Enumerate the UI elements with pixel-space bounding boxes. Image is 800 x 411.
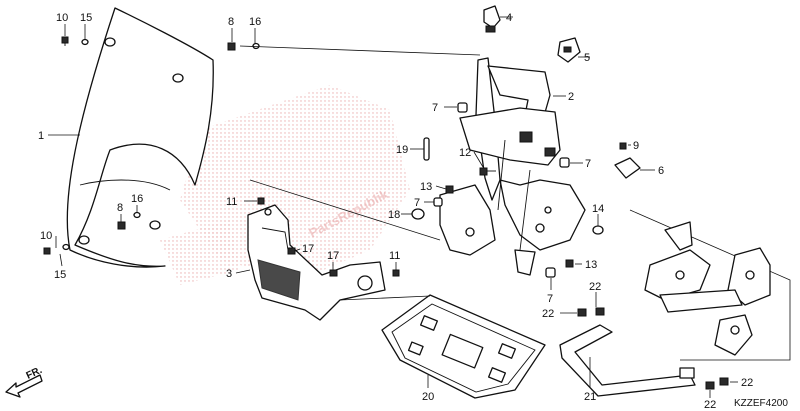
nut-7-b[interactable] <box>559 157 570 168</box>
main-stay-frame[interactable] <box>439 57 586 276</box>
bolt-13-a[interactable] <box>445 185 454 194</box>
inner-panel-bracket[interactable] <box>247 204 386 321</box>
callout-10-a: 10 <box>56 12 68 24</box>
washer-15-bottom[interactable] <box>62 243 70 251</box>
bolt-13-b[interactable] <box>565 259 574 268</box>
callout-17-b: 17 <box>327 250 339 262</box>
nut-7-c[interactable] <box>433 197 443 207</box>
callout-13-a: 13 <box>420 181 432 193</box>
collar-18[interactable] <box>411 208 425 220</box>
callout-11-b: 11 <box>389 250 400 262</box>
leader-lines <box>48 16 738 398</box>
detail-assembly[interactable] <box>644 221 771 356</box>
clip-17-a[interactable] <box>287 247 296 255</box>
callout-15-b: 15 <box>54 269 66 281</box>
callout-7-d: 7 <box>547 293 553 305</box>
callout-10-b: 10 <box>40 230 52 242</box>
callout-6: 6 <box>658 165 664 177</box>
callout-4: 4 <box>506 12 512 24</box>
screw-11-a[interactable] <box>257 197 265 205</box>
nut-8-top[interactable] <box>227 42 236 51</box>
callout-16-b: 16 <box>131 193 143 205</box>
nut-7-a[interactable] <box>457 102 468 113</box>
bolt-12[interactable] <box>479 167 496 176</box>
callout-7-b: 7 <box>585 158 591 170</box>
screw-10-bottom[interactable] <box>43 247 51 255</box>
windscreen[interactable] <box>66 7 214 268</box>
callout-11-a: 11 <box>226 196 237 208</box>
bolt-22-a[interactable] <box>577 308 587 317</box>
callout-5: 5 <box>584 52 590 64</box>
callout-18: 18 <box>388 209 400 221</box>
clip-6[interactable] <box>614 157 641 179</box>
callout-22-d: 22 <box>704 399 716 411</box>
screw-11-b[interactable] <box>392 269 400 277</box>
callout-13-b: 13 <box>585 259 597 271</box>
callout-20: 20 <box>422 391 434 403</box>
callout-8-b: 8 <box>117 202 123 214</box>
nut-7-d[interactable] <box>545 267 556 278</box>
callout-22-a: 22 <box>542 308 554 320</box>
washer-15-top[interactable] <box>81 38 89 46</box>
callout-3: 3 <box>226 268 232 280</box>
background-logo-shape <box>160 85 410 285</box>
callout-15-a: 15 <box>80 12 92 24</box>
grommet-14[interactable] <box>592 225 604 235</box>
tray-20[interactable] <box>381 294 546 399</box>
screw-10-top[interactable] <box>61 36 69 46</box>
callout-8-a: 8 <box>228 16 234 28</box>
callout-17-a: 17 <box>302 243 314 255</box>
callout-14: 14 <box>592 203 604 215</box>
callout-16-a: 16 <box>249 16 261 28</box>
lower-bar-21[interactable] <box>559 324 696 397</box>
cap-5[interactable] <box>557 37 581 63</box>
catalog-code: KZZEF4200 <box>734 398 788 409</box>
callout-7-c: 7 <box>414 197 420 209</box>
screw-9[interactable] <box>619 142 627 150</box>
cap-4[interactable] <box>483 5 501 33</box>
bolt-22-b[interactable] <box>595 307 605 316</box>
callout-21: 21 <box>584 391 596 403</box>
callout-9: 9 <box>633 140 639 152</box>
callout-12: 12 <box>459 147 471 159</box>
washer-16-top[interactable] <box>252 42 260 50</box>
nut-8-bottom[interactable] <box>117 221 126 230</box>
callout-22-b: 22 <box>589 281 601 293</box>
detail-view-outline <box>629 209 791 361</box>
washer-16-bottom[interactable] <box>133 211 141 219</box>
callout-2: 2 <box>568 91 574 103</box>
callout-1: 1 <box>38 130 44 142</box>
pin-19[interactable] <box>423 137 430 161</box>
callout-labels: 1 2 3 4 5 6 7 7 7 7 8 8 9 10 10 11 11 12… <box>38 12 753 411</box>
bolt-22-c[interactable] <box>719 377 729 386</box>
clip-17-b[interactable] <box>329 269 338 277</box>
front-direction-arrow: FR. <box>5 365 44 398</box>
callout-22-c: 22 <box>741 377 753 389</box>
bolt-22-d[interactable] <box>705 381 715 390</box>
callout-7-a: 7 <box>432 102 438 114</box>
callout-19: 19 <box>396 144 408 156</box>
